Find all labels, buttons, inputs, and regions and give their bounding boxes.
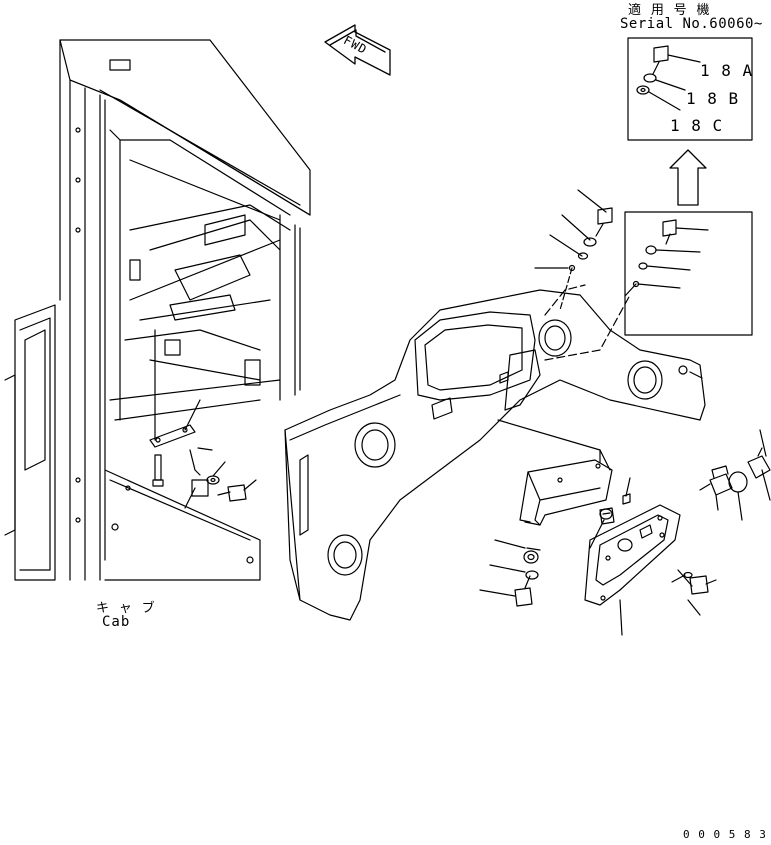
inset-box-upper [627,37,753,141]
part-label-18c: 1 8 C [670,116,724,135]
dashboard-panel [284,289,706,621]
switch-panel [584,504,681,606]
applicability-label-jp: 適 用 号 機 [628,3,711,18]
leader-lines [619,599,701,636]
switch-hardware [599,477,717,595]
lower-fasteners [479,508,613,607]
cab-frame [4,39,311,581]
part-label-18b: 1 8 B [686,89,740,108]
mount-bracket [519,459,613,526]
leader-dashed-2 [544,294,631,361]
dashboard-fasteners [534,189,613,311]
inset-box-lower [624,211,753,336]
drawing-number: 0 0 0 5 8 3 9 1 [683,828,771,841]
part-label-18a: 1 8 A [700,61,754,80]
cab-caption-jp: キ ャ ブ [96,601,156,616]
cab-caption-en: Cab [102,614,131,630]
serial-number-label: Serial No.60060~ [620,16,763,32]
leader-dashed [544,284,586,316]
fwd-arrow [324,24,391,76]
upward-arrow [669,149,707,206]
knob-parts [699,429,771,521]
cab-bracket-parts [149,329,257,509]
